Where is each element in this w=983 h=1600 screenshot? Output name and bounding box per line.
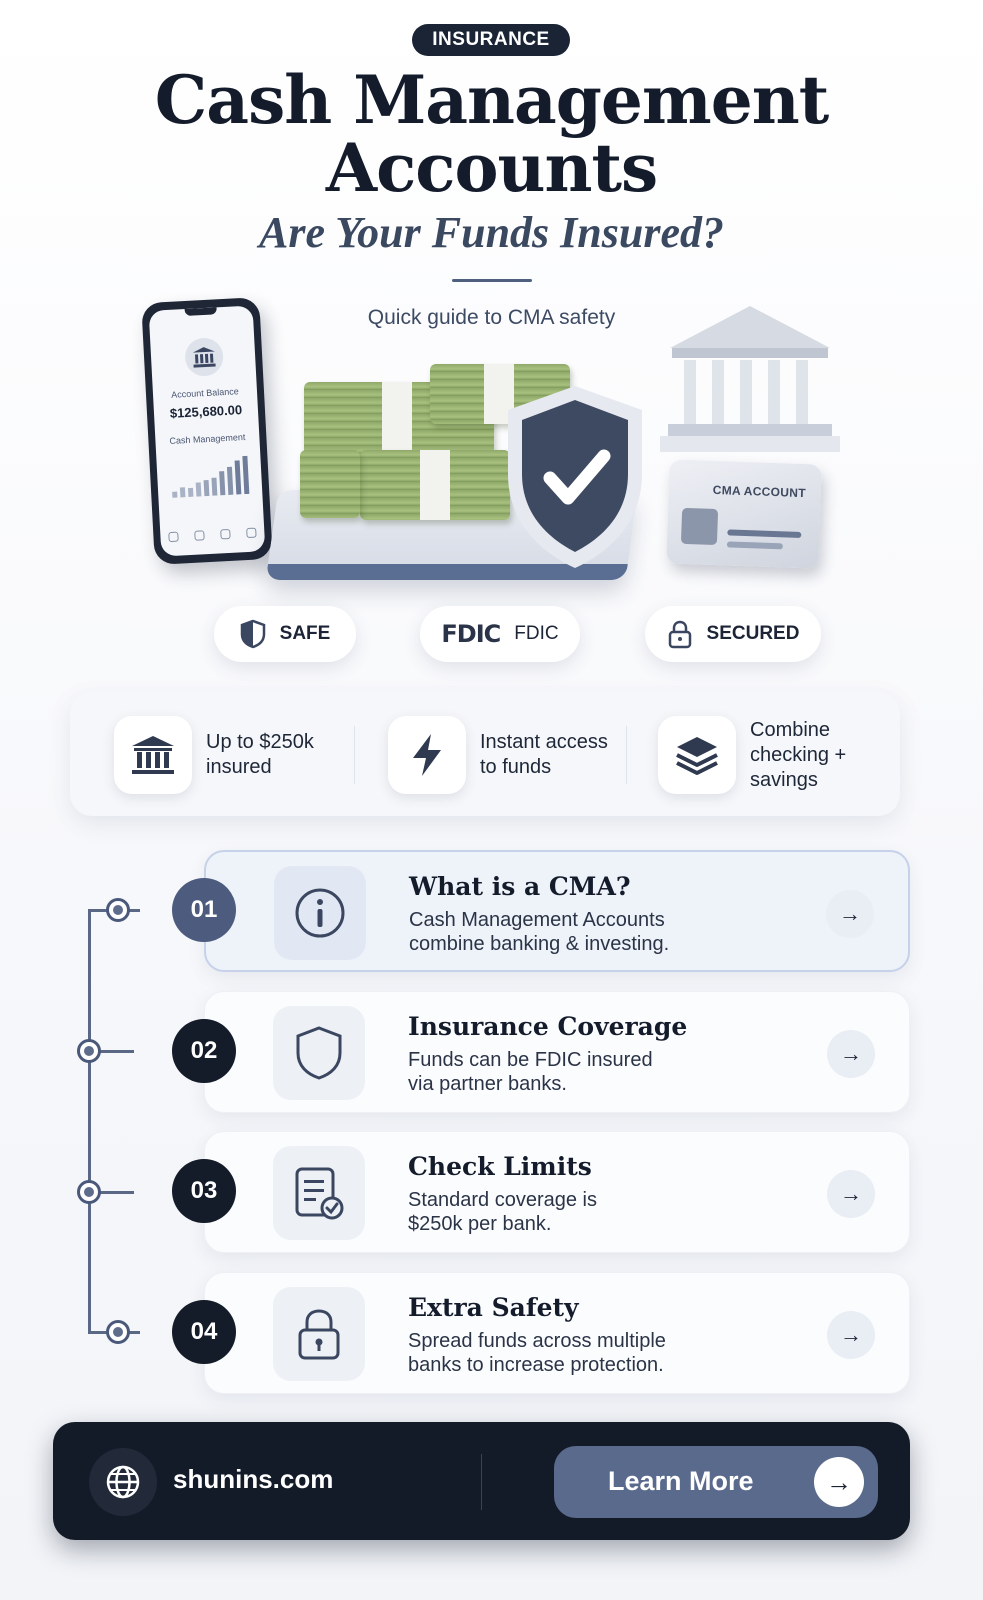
title-line-1: Cash Management [154, 61, 829, 139]
hero-illustration: Account Balance $125,680.00 Cash Managem… [0, 290, 983, 610]
step-number: 01 [172, 878, 236, 942]
pill-label: SAFE [279, 623, 331, 644]
timeline-node [77, 1180, 101, 1204]
phone-chart [172, 455, 250, 498]
phone-nav [168, 527, 257, 547]
features-panel: Up to $250k insured Instant access to fu… [70, 692, 900, 816]
pill-fdic: FDIC FDIC [420, 606, 580, 662]
title-divider [452, 279, 532, 282]
step-card-insurance-coverage[interactable]: Insurance Coverage Funds can be FDIC ins… [204, 991, 910, 1113]
bank-icon [114, 716, 192, 794]
phone-illustration: Account Balance $125,680.00 Cash Managem… [141, 297, 273, 565]
check-shield-icon [508, 386, 642, 568]
pill-secured: SECURED [645, 606, 821, 662]
shield-icon [240, 619, 265, 649]
checklist-icon [273, 1146, 365, 1240]
feature-text: Up to $250k insured [206, 731, 314, 778]
step-number: 03 [172, 1159, 236, 1223]
feature-access: Instant access to funds [388, 716, 608, 794]
phone-section-label: Cash Management [169, 432, 246, 446]
bank-building-icon [660, 306, 840, 452]
timeline-arm [88, 1050, 134, 1053]
step-title: What is a CMA? [409, 872, 631, 901]
arrow-right-icon: → [814, 1457, 864, 1507]
title-line-2: Accounts [325, 129, 658, 207]
feature-combine: Combine checking + savings [658, 716, 846, 794]
cash-stack [300, 450, 360, 518]
globe-icon [89, 1448, 157, 1516]
feature-insured: Up to $250k insured [114, 716, 314, 794]
timeline-node [106, 898, 130, 922]
step-card-extra-safety[interactable]: Extra Safety Spread funds across multipl… [204, 1272, 910, 1394]
category-badge: INSURANCE [412, 24, 570, 56]
learn-more-button[interactable]: Learn More → [554, 1446, 878, 1518]
timeline-arm [88, 1191, 134, 1194]
step-description: Standard coverage is $250k per bank. [408, 1189, 598, 1235]
timeline-node [77, 1039, 101, 1063]
cash-stack [360, 450, 510, 520]
website-link[interactable]: shunins.com [173, 1464, 334, 1494]
page-title: Cash Management Accounts [0, 66, 983, 202]
lock-icon [668, 620, 691, 649]
timeline-line [88, 910, 91, 1332]
fdic-logo: FDIC [441, 620, 501, 648]
card-bank-icon [680, 507, 719, 546]
step-number: 02 [172, 1019, 236, 1083]
learn-more-label: Learn More [608, 1466, 754, 1496]
timeline-node [106, 1320, 130, 1344]
arrow-right-icon[interactable]: → [827, 1170, 875, 1218]
guide-caption: Quick guide to CMA safety [367, 306, 616, 329]
cma-card: CMA ACCOUNT [666, 459, 822, 569]
feature-text: Instant access to funds [480, 731, 608, 778]
arrow-right-icon[interactable]: → [826, 890, 874, 938]
page-subtitle: Are Your Funds Insured? [258, 208, 725, 257]
card-label: CMA ACCOUNT [712, 482, 807, 501]
lock-icon [273, 1287, 365, 1381]
step-description: Funds can be FDIC insured via partner ba… [408, 1049, 653, 1095]
footer-divider [481, 1454, 482, 1510]
phone-balance: $125,680.00 [169, 402, 243, 421]
step-title: Insurance Coverage [408, 1012, 688, 1041]
step-number: 04 [172, 1300, 236, 1364]
step-card-check-limits[interactable]: Check Limits Standard coverage is $250k … [204, 1131, 910, 1253]
info-icon [274, 866, 366, 960]
layers-icon [658, 716, 736, 794]
lightning-icon [388, 716, 466, 794]
pill-safe: SAFE [214, 606, 356, 662]
arrow-right-icon[interactable]: → [827, 1030, 875, 1078]
feature-text: Combine checking + savings [750, 718, 847, 791]
phone-screen: Account Balance $125,680.00 Cash Managem… [148, 305, 266, 557]
footer-bar: shunins.com Learn More → [53, 1422, 910, 1540]
step-description: Spread funds across multiple banks to in… [408, 1330, 666, 1376]
step-card-what-is-cma[interactable]: What is a CMA? Cash Management Accounts … [204, 850, 910, 972]
bank-icon [184, 337, 225, 378]
phone-balance-label: Account Balance [171, 386, 239, 400]
step-description: Cash Management Accounts combine banking… [409, 909, 670, 955]
pill-label: FDIC [514, 623, 559, 644]
step-title: Extra Safety [408, 1293, 579, 1322]
step-title: Check Limits [408, 1152, 592, 1181]
shield-icon [273, 1006, 365, 1100]
pill-label: SECURED [706, 623, 800, 644]
arrow-right-icon[interactable]: → [827, 1311, 875, 1359]
